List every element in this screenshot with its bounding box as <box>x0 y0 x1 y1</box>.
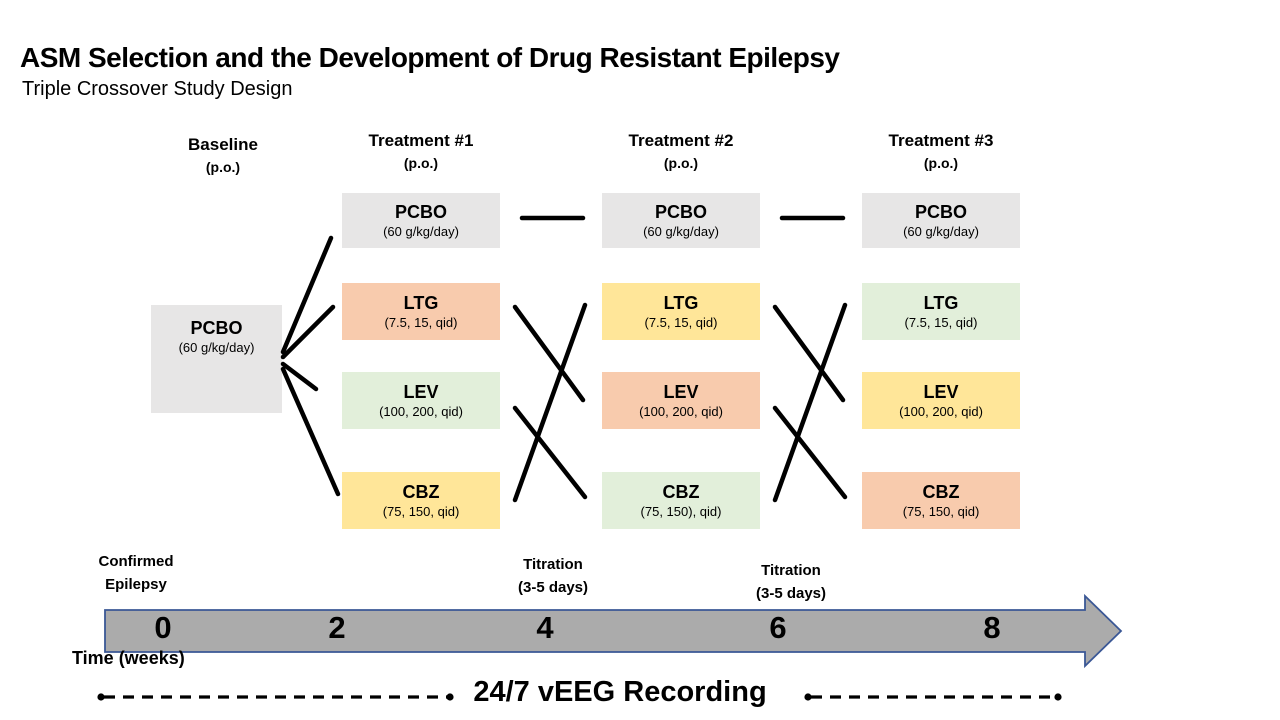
drug-dose: (60 g/kg/day) <box>903 224 979 239</box>
dot <box>804 693 812 701</box>
header-baseline-title: Baseline <box>188 135 258 154</box>
titration-note-2: Titration (3-5 days) <box>756 559 826 605</box>
drug-dose: (60 g/kg/day) <box>178 340 255 355</box>
t3-pcbo-box: PCBO (60 g/kg/day) <box>862 193 1020 248</box>
drug-label: CBZ <box>922 482 960 502</box>
connector-cbz-to-ltg <box>772 302 848 503</box>
timeline-tick-4: 4 <box>536 610 554 645</box>
connector-ltg-to-lev <box>772 304 846 403</box>
drug-label: LTG <box>663 293 699 313</box>
t1-ltg-box: LTG (7.5, 15, qid) <box>342 283 500 340</box>
header-treatment-2-route: (p.o.) <box>663 155 699 171</box>
t2-cbz-box: CBZ (75, 150), qid) <box>602 472 760 529</box>
drug-dose: (100, 200, qid) <box>379 404 463 419</box>
confirmed-epilepsy-note: Confirmed Epilepsy <box>99 550 174 596</box>
dot <box>97 693 105 701</box>
drug-label: LTG <box>923 293 959 313</box>
header-baseline-route: (p.o.) <box>205 159 241 175</box>
connector-baseline-to-ltg <box>280 304 336 360</box>
crossover-lines-t2-t3 <box>772 215 848 503</box>
drug-dose: (75, 150, qid) <box>902 504 980 519</box>
time-axis-label: Time (weeks) <box>72 648 185 668</box>
t1-lev-box: LEV (100, 200, qid) <box>342 372 500 429</box>
t3-lev-box: LEV (100, 200, qid) <box>862 372 1020 429</box>
drug-dose: (60 g/kg/day) <box>383 224 459 239</box>
drug-dose: (100, 200, qid) <box>639 404 723 419</box>
timeline-tick-0: 0 <box>154 610 172 645</box>
drug-label: PCBO <box>394 202 447 222</box>
drug-label: LEV <box>663 382 699 402</box>
header-treatment-3: Treatment #3 (p.o.) <box>862 130 1020 174</box>
titration2-line2: (3-5 days) <box>755 585 827 602</box>
header-treatment-2: Treatment #2 (p.o.) <box>602 130 760 174</box>
dot <box>446 693 454 701</box>
timeline-arrow <box>104 593 1123 669</box>
header-treatment-1-route: (p.o.) <box>403 155 439 171</box>
t2-lev-box: LEV (100, 200, qid) <box>602 372 760 429</box>
timeline-tick-8: 8 <box>983 610 1001 645</box>
drug-label: LTG <box>403 293 439 313</box>
connector-ltg-to-lev <box>512 304 586 403</box>
drug-dose: (7.5, 15, qid) <box>904 315 978 330</box>
timeline-tick-2: 2 <box>328 610 346 645</box>
drug-label: LEV <box>403 382 439 402</box>
confirmed-line2: Epilepsy <box>105 576 167 593</box>
drug-dose: (7.5, 15, qid) <box>384 315 458 330</box>
drug-label: PCBO <box>914 202 967 222</box>
crossover-lines-t1-t2 <box>512 215 588 503</box>
dot <box>1054 693 1062 701</box>
drug-label: PCBO <box>190 318 243 338</box>
header-treatment-1-title: Treatment #1 <box>368 131 474 150</box>
connector-cbz-to-ltg <box>512 302 588 503</box>
titration1-line1: Titration <box>523 556 583 573</box>
page-subtitle: Triple Crossover Study Design <box>22 78 293 100</box>
connector-baseline-to-cbz <box>280 366 341 497</box>
connector-lev-to-cbz <box>772 405 848 500</box>
drug-dose: (100, 200, qid) <box>899 404 983 419</box>
drug-label: CBZ <box>402 482 440 502</box>
t2-ltg-box: LTG (7.5, 15, qid) <box>602 283 760 340</box>
drug-label: CBZ <box>662 482 700 502</box>
drug-dose: (75, 150, qid) <box>382 504 460 519</box>
connector-baseline-to-lev <box>280 361 319 392</box>
page-title: ASM Selection and the Development of Dru… <box>20 42 840 73</box>
header-treatment-2-title: Treatment #2 <box>628 131 734 150</box>
baseline-pcbo-box: PCBO (60 g/kg/day) <box>151 305 282 413</box>
baseline-fan-lines <box>280 235 341 497</box>
t3-cbz-box: CBZ (75, 150, qid) <box>862 472 1020 529</box>
veeg-recording-label: 24/7 vEEG Recording <box>473 676 767 708</box>
titration2-line1: Titration <box>761 562 821 579</box>
t1-pcbo-box: PCBO (60 g/kg/day) <box>342 193 500 248</box>
t2-pcbo-box: PCBO (60 g/kg/day) <box>602 193 760 248</box>
header-baseline: Baseline (p.o.) <box>143 134 303 178</box>
header-treatment-1: Treatment #1 (p.o.) <box>342 130 500 174</box>
drug-dose: (7.5, 15, qid) <box>644 315 718 330</box>
titration1-line2: (3-5 days) <box>517 579 589 596</box>
drug-label: LEV <box>923 382 959 402</box>
confirmed-line1: Confirmed <box>98 553 174 570</box>
drug-dose: (75, 150), qid) <box>640 504 722 519</box>
header-treatment-3-route: (p.o.) <box>923 155 959 171</box>
timeline-tick-6: 6 <box>769 610 787 645</box>
t1-cbz-box: CBZ (75, 150, qid) <box>342 472 500 529</box>
drug-dose: (60 g/kg/day) <box>643 224 719 239</box>
t3-ltg-box: LTG (7.5, 15, qid) <box>862 283 1020 340</box>
connector-lev-to-cbz <box>512 405 588 500</box>
connector-baseline-to-pcbo <box>280 235 334 355</box>
header-treatment-3-title: Treatment #3 <box>888 131 994 150</box>
drug-label: PCBO <box>654 202 707 222</box>
titration-note-1: Titration (3-5 days) <box>518 553 588 599</box>
